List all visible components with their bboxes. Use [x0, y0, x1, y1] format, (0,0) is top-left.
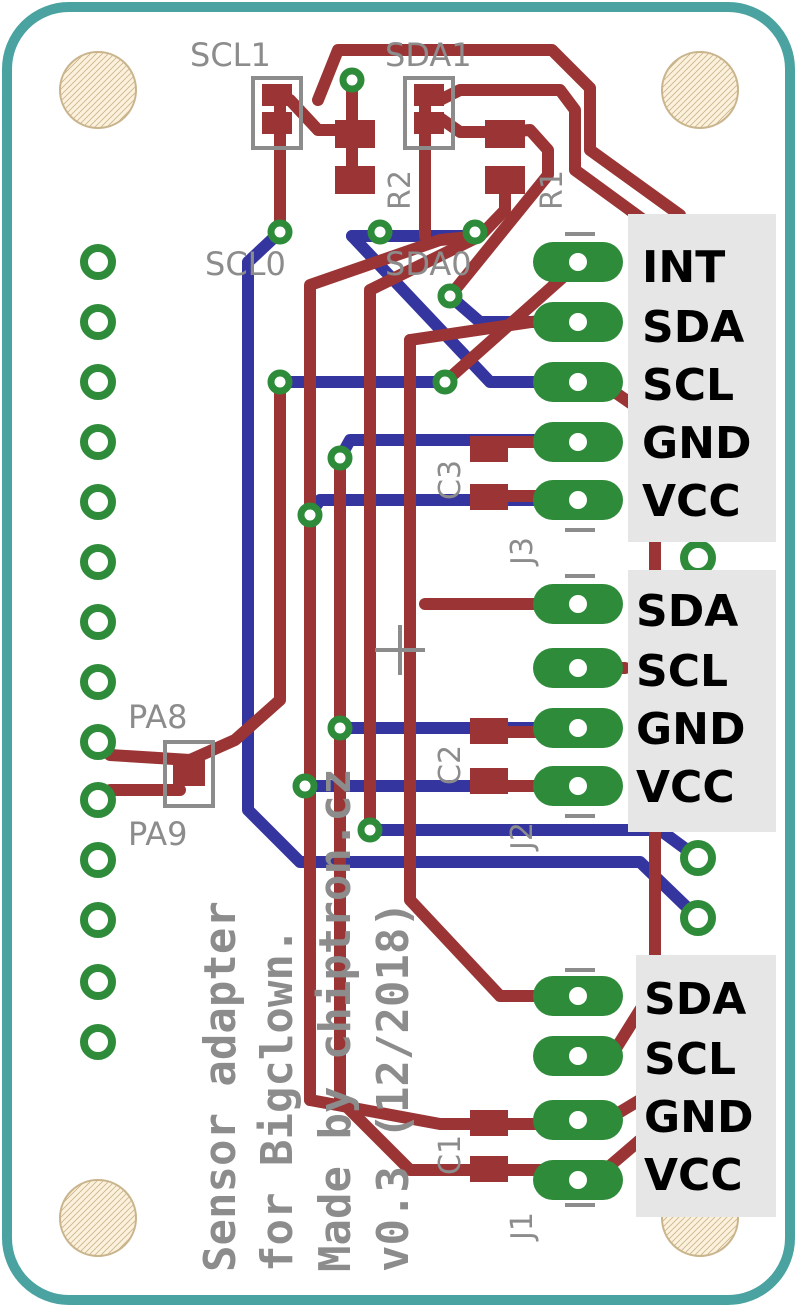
- j3-label-gnd: GND: [642, 418, 752, 469]
- mounting-hole: [661, 51, 739, 129]
- silk-label-c3: C3: [433, 460, 468, 500]
- j3-label-box: [628, 214, 776, 542]
- credit-line-2: for Bigclown.: [252, 928, 303, 1272]
- header-pad: [80, 842, 116, 878]
- via: [327, 445, 353, 471]
- silk-label-sda0: SDA0: [385, 245, 472, 283]
- header-pad: [80, 544, 116, 580]
- via: [267, 369, 293, 395]
- j2-label-vcc: VCC: [636, 762, 735, 813]
- header-pad: [80, 304, 116, 340]
- silk-label-j2: J2: [505, 822, 540, 852]
- mounting-hole: [59, 51, 137, 129]
- silk-label-pa8: PA8: [128, 698, 188, 736]
- via: [357, 817, 383, 843]
- via: [327, 715, 353, 741]
- header-pad: [680, 840, 716, 876]
- j3-label-sda: SDA: [642, 302, 745, 353]
- header-pad: [80, 782, 116, 818]
- connector-j2-pads: [533, 584, 623, 806]
- j3-label-int: INT: [642, 242, 726, 293]
- header-pad: [80, 724, 116, 760]
- j1-label-box: [636, 955, 776, 1217]
- credit-line-4: v0.3 (12/2018): [368, 901, 419, 1272]
- j1-label-vcc: VCC: [644, 1150, 743, 1201]
- header-pad: [80, 364, 116, 400]
- j1-label-sda: SDA: [644, 974, 747, 1025]
- credit-line-1: Sensor adapter: [195, 901, 246, 1272]
- header-pad: [80, 964, 116, 1000]
- header-pad: [680, 900, 716, 936]
- silk-label-scl0: SCL0: [205, 245, 286, 283]
- j3-label-scl: SCL: [642, 360, 735, 411]
- j2-label-box: [628, 570, 776, 832]
- left-header-pads: [80, 244, 716, 1060]
- via: [437, 283, 463, 309]
- mounting-hole: [59, 1179, 137, 1257]
- silk-label-j3: J3: [505, 537, 540, 567]
- connector-j3-pads: [533, 242, 623, 520]
- silk-label-j1: J1: [505, 1212, 540, 1242]
- connector-j1-pads: [533, 976, 623, 1200]
- via: [339, 67, 365, 93]
- header-pad: [80, 244, 116, 280]
- header-pad: [80, 424, 116, 460]
- j2-label-scl: SCL: [636, 646, 729, 697]
- j2-label-sda: SDA: [636, 586, 739, 637]
- header-pad: [80, 902, 116, 938]
- vias: [267, 67, 488, 843]
- silk-label-scl1: SCL1: [190, 36, 271, 74]
- via: [432, 369, 458, 395]
- header-pad: [80, 484, 116, 520]
- via: [462, 219, 488, 245]
- header-pad: [80, 1024, 116, 1060]
- header-pad: [80, 604, 116, 640]
- silk-label-r1: R1: [535, 170, 570, 210]
- via: [267, 219, 293, 245]
- header-pad: [80, 664, 116, 700]
- silk-label-pa9: PA9: [128, 815, 188, 853]
- silk-label-sda1: SDA1: [385, 36, 472, 74]
- smd-components: [163, 76, 525, 1182]
- j2-label-gnd: GND: [636, 704, 746, 755]
- silk-label-r2: R2: [383, 170, 418, 210]
- j3-label-vcc: VCC: [642, 476, 741, 527]
- j1-label-gnd: GND: [644, 1092, 754, 1143]
- j1-label-scl: SCL: [644, 1034, 737, 1085]
- header-pad: [680, 540, 716, 576]
- silk-markers: [375, 232, 595, 1207]
- credit-line-3: Made by chiptron.cz: [310, 769, 361, 1272]
- via: [367, 219, 393, 245]
- via: [292, 773, 318, 799]
- silk-label-c2: C2: [433, 745, 468, 785]
- via: [297, 502, 323, 528]
- silk-label-c1: C1: [433, 1135, 468, 1175]
